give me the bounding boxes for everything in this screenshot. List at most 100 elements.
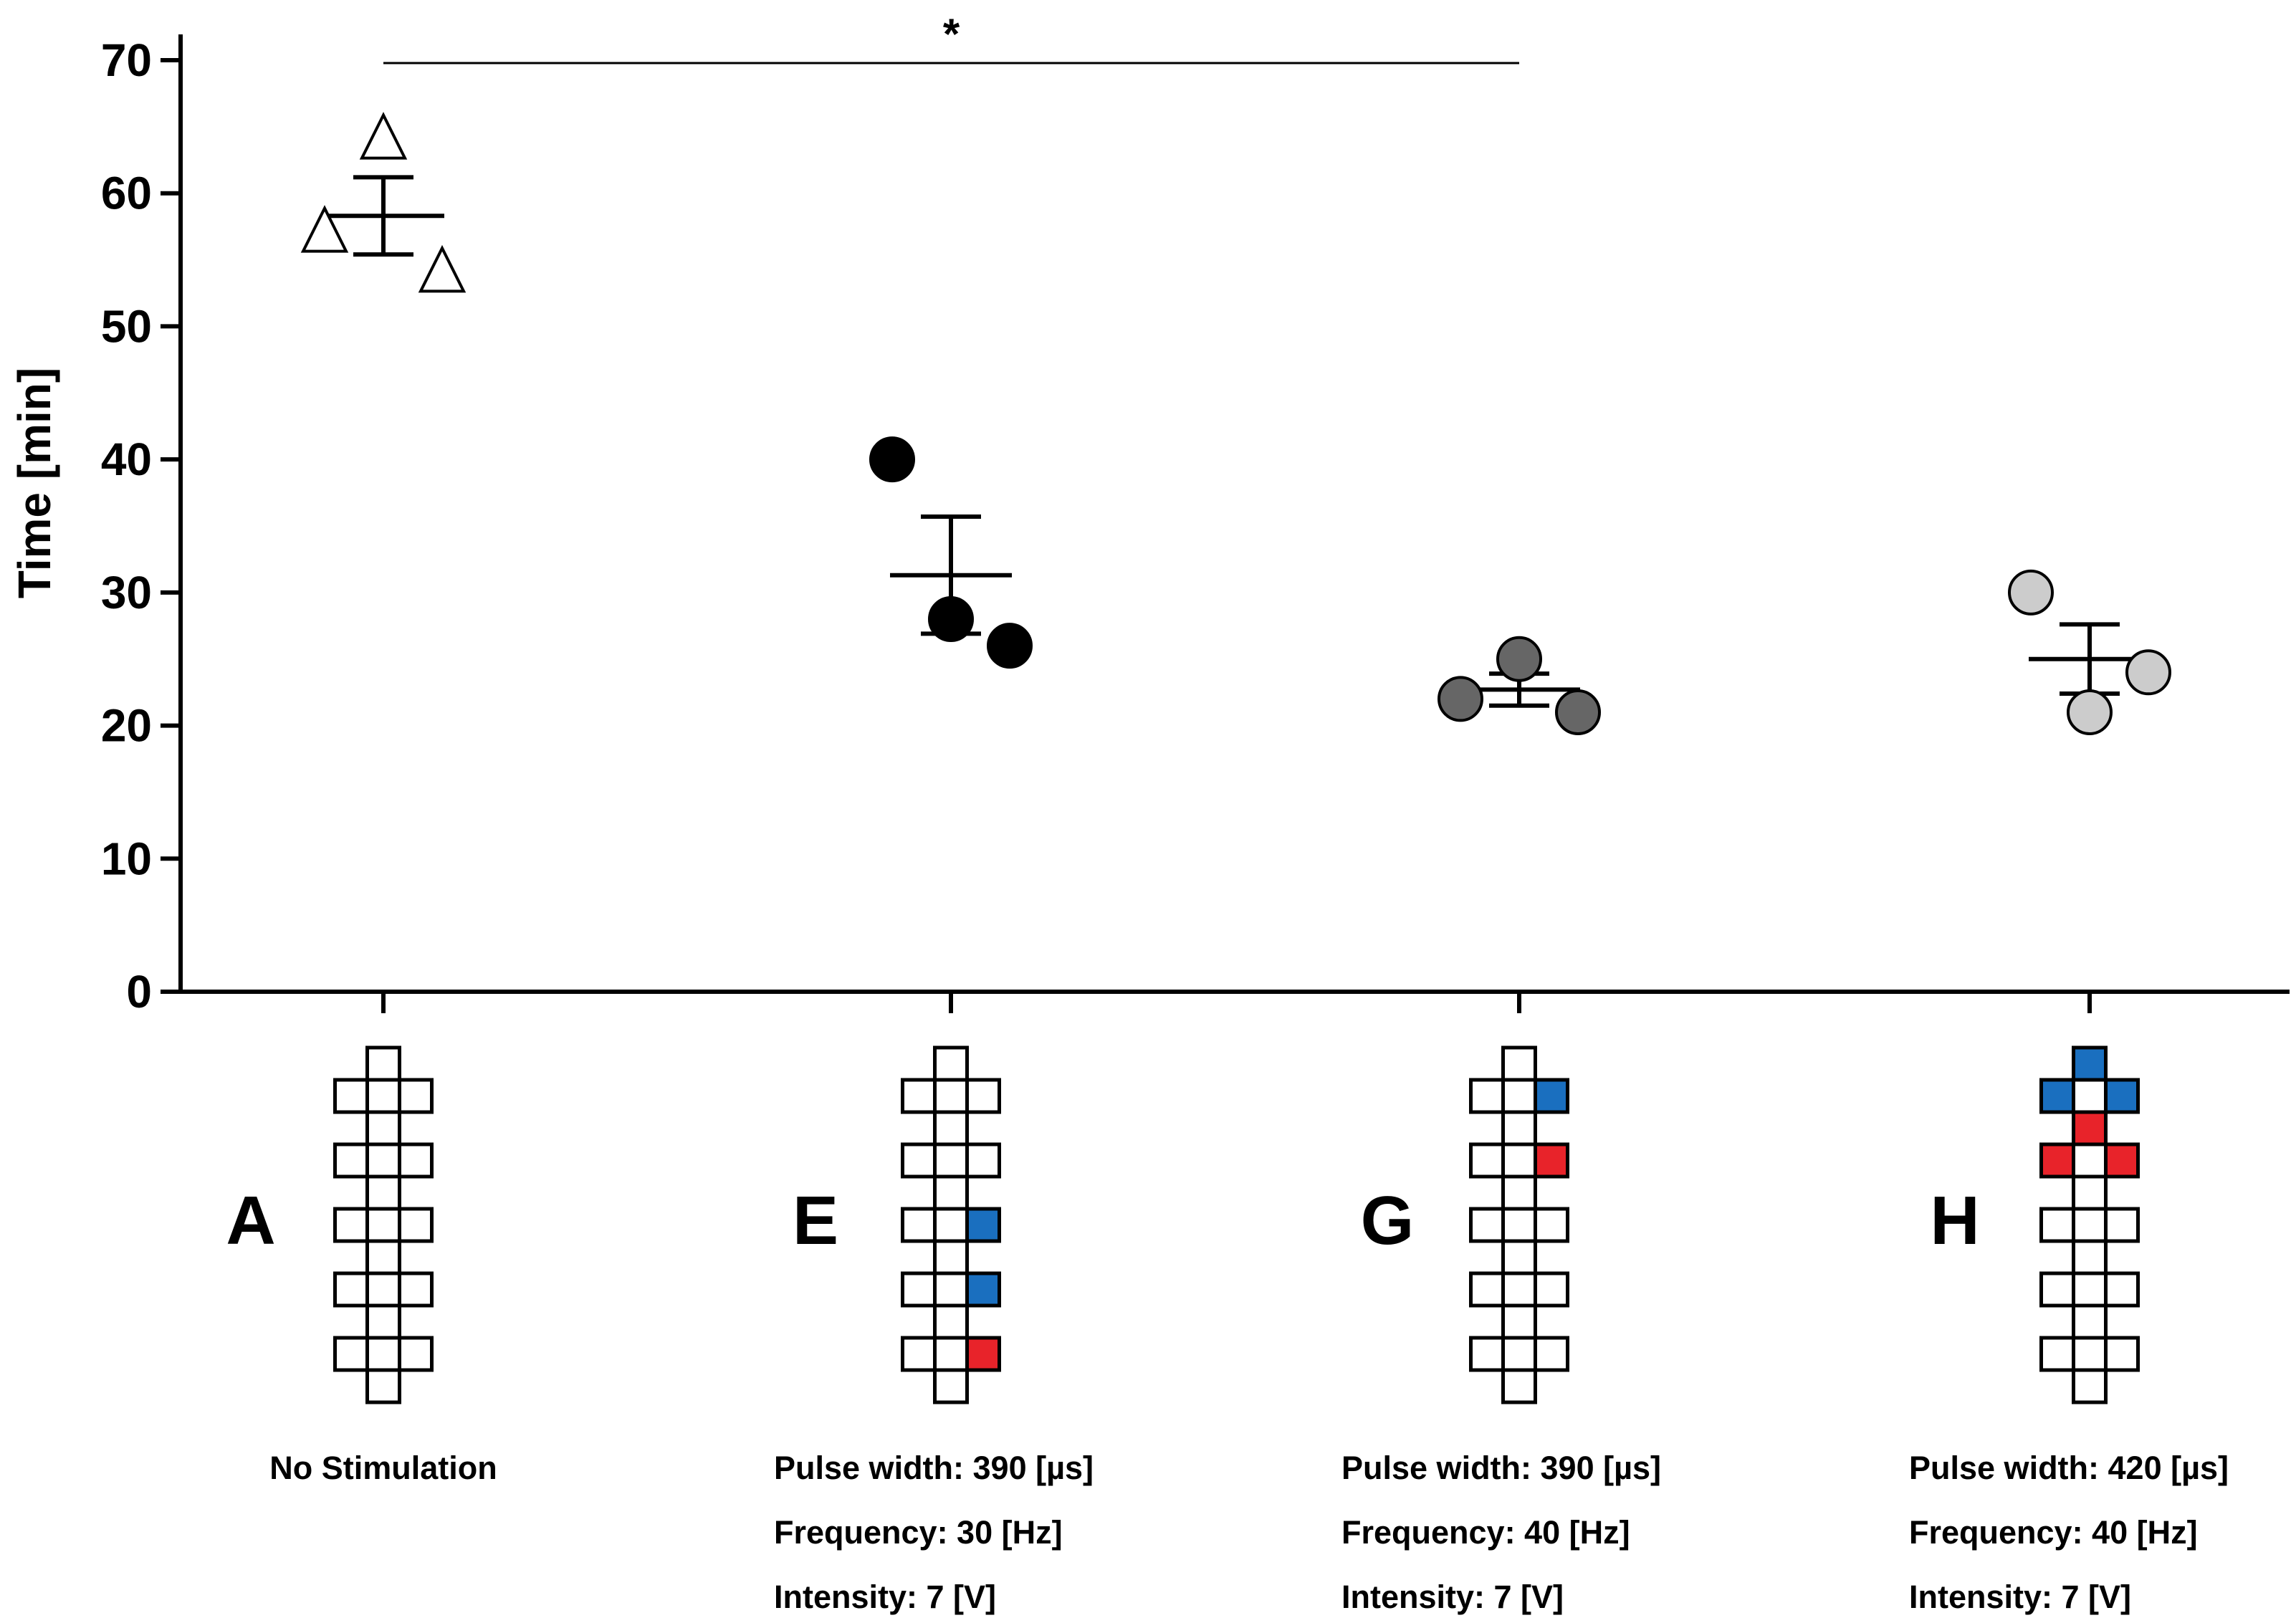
group-e <box>869 436 1033 669</box>
electrode-contact <box>965 1142 1001 1179</box>
y-axis-title: Time [min] <box>9 368 60 598</box>
group-letter-e: E <box>793 1182 838 1259</box>
electrode-contact <box>365 1110 401 1146</box>
electrode-contact <box>933 1174 969 1211</box>
electrode-contact <box>933 1368 969 1404</box>
electrode-contact <box>1501 1142 1537 1179</box>
group-param-text: Pulse width: 420 [µs] <box>1909 1450 2229 1486</box>
data-point <box>300 205 349 253</box>
data-point <box>2008 569 2054 616</box>
data-point <box>869 436 915 483</box>
electrode-contact <box>333 1271 369 1308</box>
y-tick-label: 70 <box>101 34 152 86</box>
electrode-contact <box>365 1207 401 1243</box>
group-g <box>1438 636 1601 735</box>
electrode-contact <box>2072 1174 2108 1211</box>
data-point <box>418 244 467 293</box>
electrode-contact <box>2072 1207 2108 1243</box>
electrode-contact <box>398 1271 434 1308</box>
group-param-text: Intensity: 7 [V] <box>1909 1579 2131 1615</box>
electrode-contact <box>2039 1207 2075 1243</box>
data-point <box>987 623 1033 669</box>
electrode-h <box>2039 1045 2140 1404</box>
y-tick-label: 20 <box>101 700 152 752</box>
group-param-text: Frequency: 30 [Hz] <box>774 1514 1063 1551</box>
electrode-contact <box>933 1303 969 1340</box>
group-param-text: Intensity: 7 [V] <box>774 1579 996 1615</box>
electrode-contact <box>365 1142 401 1179</box>
electrode-contact <box>365 1078 401 1114</box>
electrode-contact <box>1501 1110 1537 1146</box>
electrode-e <box>901 1045 1001 1404</box>
electrode-contact <box>2039 1336 2075 1372</box>
electrode-contact <box>2104 1336 2140 1372</box>
data-point <box>359 112 408 160</box>
y-tick-label: 50 <box>101 300 152 352</box>
electrode-contact <box>2104 1271 2140 1308</box>
group-letter-h: H <box>1930 1182 1979 1259</box>
electrode-contact <box>333 1142 369 1179</box>
electrode-contact <box>1469 1207 1505 1243</box>
electrode-contact <box>2072 1045 2108 1082</box>
y-tick-label: 60 <box>101 168 152 219</box>
y-tick-label: 10 <box>101 833 152 884</box>
electrode-contact <box>1501 1303 1537 1340</box>
electrode-contact <box>901 1336 937 1372</box>
electrode-contact <box>933 1271 969 1308</box>
group-param-text: Frequency: 40 [Hz] <box>1341 1514 1630 1551</box>
electrode-contact <box>2072 1110 2108 1146</box>
group-param-text: Intensity: 7 [V] <box>1341 1579 1564 1615</box>
group-letter-g: G <box>1361 1182 1415 1259</box>
electrode-contact <box>398 1142 434 1179</box>
electrode-contact <box>1469 1142 1505 1179</box>
electrode-contact <box>2072 1303 2108 1340</box>
electrode-contact <box>933 1142 969 1179</box>
electrode-contact <box>1469 1271 1505 1308</box>
electrode-contact <box>365 1303 401 1340</box>
electrode-contact <box>1501 1078 1537 1114</box>
electrode-contact <box>933 1239 969 1275</box>
significance-asterisk: * <box>943 10 960 58</box>
electrode-contact <box>1469 1336 1505 1372</box>
electrode-contact <box>1534 1142 1569 1179</box>
data-point <box>2067 689 2113 735</box>
electrode-contact <box>965 1207 1001 1243</box>
electrode-contact <box>1501 1239 1537 1275</box>
data-marks <box>300 112 2171 735</box>
electrode-contact <box>333 1336 369 1372</box>
group-param-text: Pulse width: 390 [µs] <box>1341 1450 1661 1486</box>
group-param-text: Pulse width: 390 [µs] <box>774 1450 1094 1486</box>
electrode-contact <box>901 1078 937 1114</box>
electrode-diagrams <box>333 1045 2140 1404</box>
electrode-contact <box>2072 1368 2108 1404</box>
electrode-contact <box>2104 1078 2140 1114</box>
electrode-contact <box>2039 1271 2075 1308</box>
electrode-contact <box>901 1271 937 1308</box>
data-point <box>1496 636 1542 682</box>
data-point <box>1555 689 1601 735</box>
group-h <box>2008 569 2171 735</box>
electrode-a <box>333 1045 434 1404</box>
electrode-contact <box>365 1239 401 1275</box>
electrode-contact <box>365 1045 401 1082</box>
electrode-contact <box>2072 1142 2108 1179</box>
electrode-contact <box>1469 1078 1505 1114</box>
electrode-contact <box>2039 1078 2075 1114</box>
electrode-contact <box>1501 1271 1537 1308</box>
y-tick-label: 0 <box>126 966 152 1018</box>
data-point <box>1438 676 1483 722</box>
data-point <box>928 596 974 642</box>
electrode-contact <box>933 1078 969 1114</box>
electrode-contact <box>398 1207 434 1243</box>
electrode-contact <box>2072 1239 2108 1275</box>
electrode-g <box>1469 1045 1569 1404</box>
data-point <box>2125 649 2171 696</box>
electrode-contact <box>933 1045 969 1082</box>
electrode-contact <box>1501 1045 1537 1082</box>
significance-bracket: * <box>383 10 1519 64</box>
group-param-text: Frequency: 40 [Hz] <box>1909 1514 2198 1551</box>
group-letter-a: A <box>226 1182 275 1259</box>
y-tick-label: 30 <box>101 567 152 618</box>
